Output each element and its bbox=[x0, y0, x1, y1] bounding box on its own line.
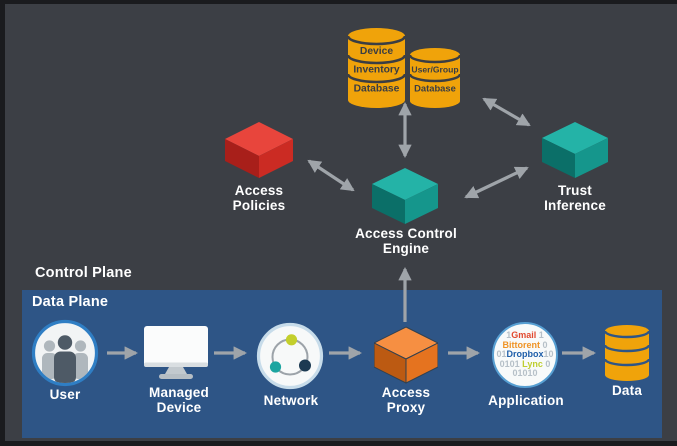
access-policies-box-icon bbox=[225, 122, 293, 178]
managed-device-label: Managed Device bbox=[149, 385, 209, 416]
application-icon: 1Gmail 1 Bittorent 0 01Dropbox10 0101 Ly… bbox=[492, 322, 558, 388]
network-label: Network bbox=[263, 393, 319, 408]
db-band-label: Inventory bbox=[353, 65, 400, 76]
db-band-label: Database bbox=[414, 83, 456, 94]
db-band-label: Database bbox=[354, 84, 400, 95]
frame-edge-top bbox=[0, 0, 677, 4]
db-band-label: Device bbox=[360, 46, 393, 57]
trust-inference-box-icon bbox=[542, 122, 608, 178]
db-band-label: User/Group bbox=[411, 65, 458, 75]
data-plane-label: Data Plane bbox=[32, 294, 109, 310]
arrow-policies-ace bbox=[307, 159, 355, 192]
arrow-usergroupdb-trust bbox=[482, 97, 531, 127]
user-group-database-icon: User/Group Database bbox=[410, 48, 460, 108]
frame-edge-bottom bbox=[0, 441, 677, 446]
user-label: User bbox=[49, 387, 81, 402]
user-icon bbox=[31, 319, 99, 387]
data-label: Data bbox=[611, 383, 643, 398]
frame-edge-left bbox=[0, 0, 5, 446]
application-label: Application bbox=[488, 393, 564, 408]
access-policies-label: Access Policies bbox=[232, 183, 286, 214]
access-control-engine-box-icon bbox=[372, 168, 438, 224]
trust-inference-label: Trust Inference bbox=[544, 183, 606, 214]
access-proxy-label: Access Proxy bbox=[381, 385, 431, 416]
data-plane-region bbox=[22, 290, 662, 438]
application-code-text: 1Gmail 1 Bittorent 0 01Dropbox10 0101 Ly… bbox=[496, 330, 554, 379]
data-db-icon bbox=[605, 325, 649, 381]
arrow-ace-trust bbox=[464, 166, 529, 199]
access-proxy-box-icon bbox=[374, 326, 438, 384]
control-plane-label: Control Plane bbox=[35, 265, 132, 281]
device-inventory-database-icon: Device Inventory Database bbox=[348, 28, 405, 108]
managed-device-icon bbox=[144, 326, 208, 379]
network-icon bbox=[256, 322, 324, 390]
access-control-engine-label: Access Control Engine bbox=[355, 226, 457, 257]
